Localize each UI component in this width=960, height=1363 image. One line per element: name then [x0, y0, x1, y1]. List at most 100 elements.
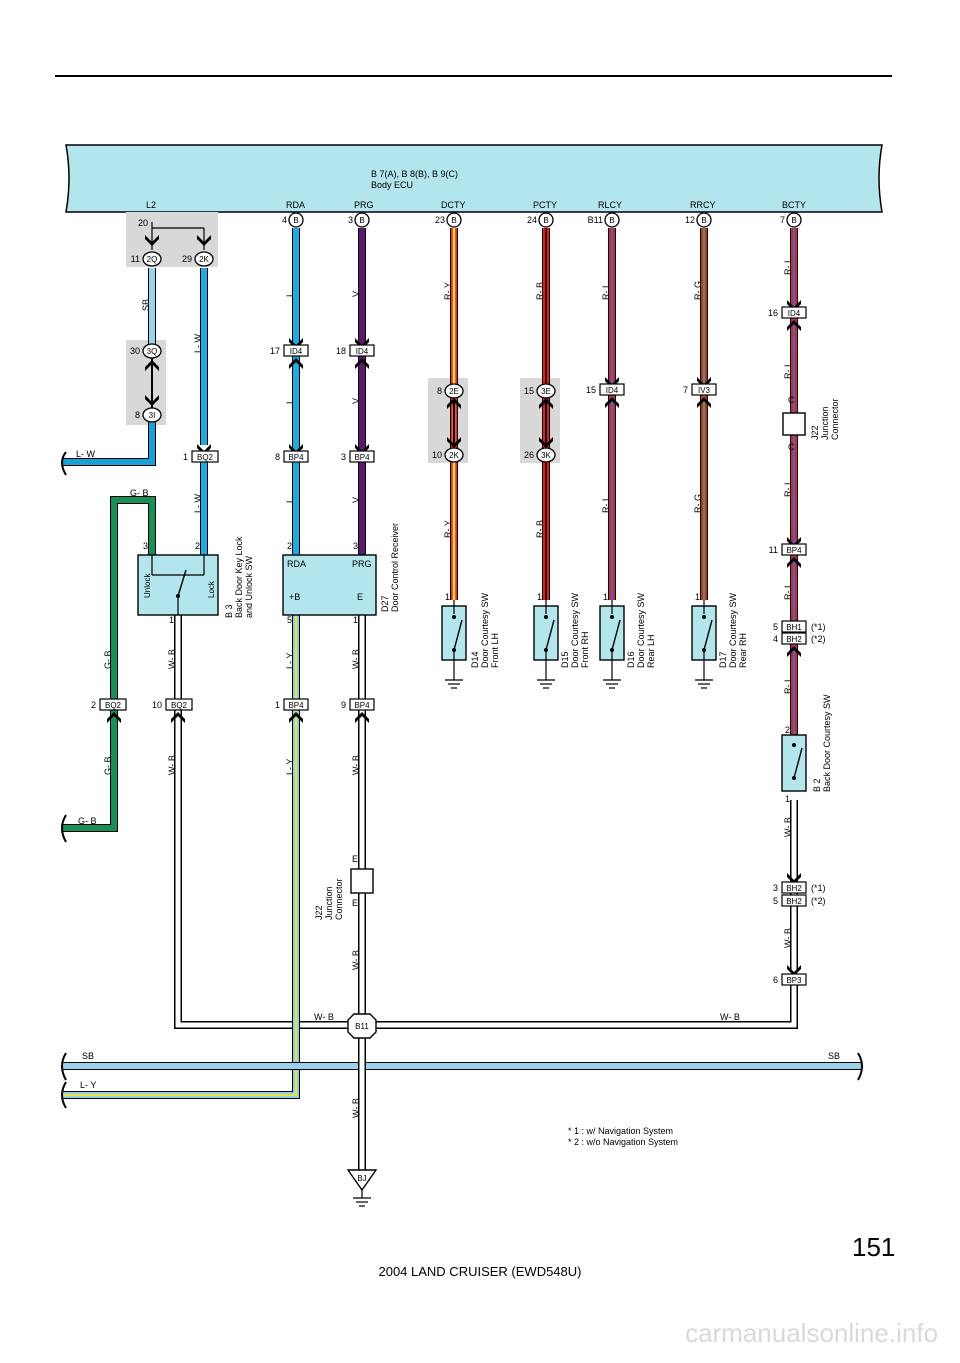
- ecu-terminal-prg: PRG: [354, 200, 374, 210]
- svg-text:R- G: R- G: [693, 281, 703, 300]
- svg-text:L- W: L- W: [76, 449, 96, 459]
- svg-text:Door Control Receiver: Door Control Receiver: [390, 523, 400, 612]
- svg-text:Door Courtesy SW: Door Courtesy SW: [728, 592, 738, 668]
- svg-text:R- L: R- L: [783, 677, 793, 694]
- svg-text:L: L: [285, 292, 295, 297]
- svg-text:R- Y: R- Y: [443, 520, 453, 538]
- svg-text:D17: D17: [718, 651, 728, 668]
- svg-text:L: L: [285, 399, 295, 404]
- j22-junction-lower: E E J22 Junction Connector: [314, 854, 374, 920]
- svg-text:1: 1: [275, 700, 280, 710]
- svg-text:1: 1: [537, 592, 542, 602]
- svg-text:1: 1: [353, 615, 358, 625]
- svg-text:(*2): (*2): [811, 634, 826, 644]
- svg-text:C: C: [788, 442, 795, 452]
- svg-text:2K: 2K: [199, 255, 209, 264]
- svg-text:B11: B11: [588, 215, 603, 225]
- svg-text:G- B: G- B: [78, 816, 97, 826]
- svg-text:5: 5: [773, 622, 778, 632]
- svg-text:B: B: [451, 216, 456, 225]
- svg-text:R- B: R- B: [535, 282, 545, 300]
- svg-text:ID4: ID4: [788, 309, 801, 318]
- svg-text:* 1 : w/ Navigation System: * 1 : w/ Navigation System: [568, 1126, 673, 1136]
- svg-text:BQ2: BQ2: [105, 701, 122, 710]
- svg-text:29: 29: [182, 254, 192, 264]
- svg-text:Front LH: Front LH: [490, 633, 500, 668]
- ecu-title: B 7(A), B 8(B), B 9(C): [371, 169, 458, 179]
- svg-text:R- L: R- L: [601, 496, 611, 513]
- svg-text:ID4: ID4: [356, 347, 369, 356]
- svg-text:* 2 : w/o Navigation System: * 2 : w/o Navigation System: [568, 1137, 678, 1147]
- svg-text:18: 18: [336, 346, 346, 356]
- svg-text:V: V: [351, 291, 361, 297]
- svg-text:W- B: W- B: [783, 928, 793, 948]
- svg-text:2: 2: [785, 725, 790, 735]
- svg-text:D14: D14: [470, 651, 480, 668]
- svg-text:L- Y: L- Y: [285, 653, 295, 669]
- svg-text:BH1: BH1: [786, 623, 802, 632]
- connector-2e-2k: 2E 2K 8 10: [432, 383, 464, 463]
- svg-text:D16: D16: [626, 651, 636, 668]
- svg-text:Rear RH: Rear RH: [738, 633, 748, 668]
- svg-text:W- B: W- B: [167, 755, 177, 775]
- ecu-terminal-rrcy: RRCY: [690, 200, 716, 210]
- svg-text:4: 4: [773, 634, 778, 644]
- svg-text:G- B: G- B: [103, 650, 113, 669]
- svg-text:Rear LH: Rear LH: [646, 634, 656, 668]
- footer-title: 2004 LAND CRUISER (EWD548U): [378, 1264, 582, 1279]
- svg-text:B: B: [791, 216, 796, 225]
- wire-sb: [62, 268, 156, 466]
- svg-text:6: 6: [773, 975, 778, 985]
- body-ecu-box: B 7(A), B 8(B), B 9(C) Body ECU L2 RDA P…: [65, 144, 883, 213]
- b2-back-door-courtesy-switch: 2 1 B 2 Back Door Courtesy SW: [781, 694, 832, 804]
- ecu-pin-markers: [288, 212, 802, 228]
- ecu-terminal-rlcy: RLCY: [598, 200, 622, 210]
- svg-text:30: 30: [130, 346, 140, 356]
- svg-text:Connector: Connector: [334, 878, 344, 920]
- svg-text:R- L: R- L: [783, 258, 793, 275]
- svg-text:SB: SB: [141, 299, 151, 311]
- svg-text:26: 26: [524, 450, 534, 460]
- svg-text:W- B: W- B: [167, 649, 177, 669]
- svg-text:BQ2: BQ2: [171, 701, 188, 710]
- d16-door-courtesy-switch: 1 D16 Door Courtesy SW Rear LH: [599, 592, 656, 689]
- wire-gb: [62, 496, 156, 832]
- svg-text:Lock: Lock: [207, 580, 216, 598]
- svg-text:BH2: BH2: [786, 884, 802, 893]
- svg-text:8: 8: [135, 410, 140, 420]
- svg-text:BP4: BP4: [354, 701, 370, 710]
- svg-text:3: 3: [773, 883, 778, 893]
- svg-text:+B: +B: [289, 592, 300, 602]
- svg-text:W- B: W- B: [351, 755, 361, 775]
- d15-door-courtesy-switch: 1 D15 Door Courtesy SW Front RH: [533, 592, 590, 689]
- svg-text:BP3: BP3: [786, 976, 802, 985]
- svg-text:L- W: L- W: [193, 333, 203, 353]
- svg-text:Back Door Courtesy SW: Back Door Courtesy SW: [822, 694, 832, 792]
- svg-text:W- B: W- B: [720, 1012, 740, 1022]
- connector-3e-3k: 3E 3K 15 26: [524, 383, 556, 463]
- svg-text:10: 10: [152, 700, 162, 710]
- svg-text:R- B: R- B: [535, 520, 545, 538]
- svg-text:BH2: BH2: [786, 897, 802, 906]
- wire-wb-right: [362, 985, 798, 1029]
- bj-ground: BJ: [346, 1169, 378, 1207]
- connector-3q-3i: 3Q 3I 30 8: [130, 343, 162, 423]
- svg-text:R- G: R- G: [693, 494, 703, 513]
- svg-text:L: L: [285, 498, 295, 503]
- svg-text:R- L: R- L: [783, 583, 793, 600]
- svg-text:G- B: G- B: [130, 488, 149, 498]
- connector-2q-2k: 2Q 2K 11 29: [131, 251, 214, 267]
- svg-text:R- L: R- L: [601, 283, 611, 300]
- svg-text:15: 15: [524, 386, 534, 396]
- svg-text:D15: D15: [560, 651, 570, 668]
- svg-text:3: 3: [341, 452, 346, 462]
- svg-text:1: 1: [695, 592, 700, 602]
- svg-text:2: 2: [195, 541, 200, 551]
- svg-text:ID4: ID4: [606, 386, 619, 395]
- ecu-terminal-rda: RDA: [286, 200, 305, 210]
- svg-text:20: 20: [138, 218, 148, 228]
- svg-text:3: 3: [353, 541, 358, 551]
- svg-text:16: 16: [768, 308, 778, 318]
- svg-text:2: 2: [91, 700, 96, 710]
